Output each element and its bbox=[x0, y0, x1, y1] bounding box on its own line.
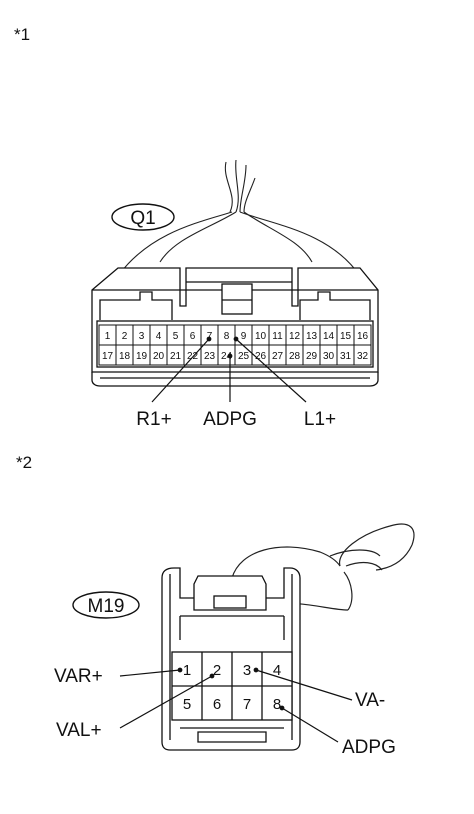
q1-pin-28: 28 bbox=[289, 351, 301, 362]
q1-pin-26: 26 bbox=[255, 351, 267, 362]
q1-pin-4: 4 bbox=[156, 331, 162, 342]
q1-pin-24: 24 bbox=[221, 351, 233, 362]
q1-connector-tag: Q1 bbox=[111, 203, 175, 231]
leader-vaminus bbox=[255, 669, 353, 701]
q1-pin-18: 18 bbox=[119, 351, 131, 362]
callout-adpg-q1: ADPG bbox=[203, 409, 257, 430]
q1-pin-20: 20 bbox=[153, 351, 165, 362]
leader-adpg-m19 bbox=[281, 707, 339, 743]
q1-pin-14: 14 bbox=[323, 331, 335, 342]
q1-pin-23: 23 bbox=[204, 351, 216, 362]
callout-varplus: VAR+ bbox=[54, 666, 103, 687]
q1-pin-5: 5 bbox=[173, 331, 179, 342]
callout-r1plus: R1+ bbox=[136, 409, 171, 430]
q1-pin-8: 8 bbox=[224, 331, 230, 342]
q1-pin-10: 10 bbox=[255, 331, 267, 342]
m19-callout-leaders bbox=[119, 667, 353, 743]
q1-pin-25: 25 bbox=[238, 351, 250, 362]
q1-pin-31: 31 bbox=[340, 351, 352, 362]
q1-pin-32: 32 bbox=[357, 351, 369, 362]
q1-pin-30: 30 bbox=[323, 351, 335, 362]
q1-pin-7: 7 bbox=[207, 331, 213, 342]
m19-pin-2: 2 bbox=[213, 662, 221, 679]
callout-l1plus: L1+ bbox=[304, 409, 336, 430]
q1-callout-leaders bbox=[151, 336, 307, 403]
q1-connector-id: Q1 bbox=[130, 208, 155, 229]
q1-pin-13: 13 bbox=[306, 331, 318, 342]
q1-pin-9: 9 bbox=[241, 331, 247, 342]
q1-wire-harness bbox=[117, 159, 361, 277]
leader-r1plus bbox=[151, 338, 210, 403]
figure1-marker: *1 bbox=[14, 25, 30, 44]
q1-pin-29: 29 bbox=[306, 351, 318, 362]
m19-connector-id: M19 bbox=[88, 596, 125, 617]
q1-pin-15: 15 bbox=[340, 331, 352, 342]
m19-pin-7: 7 bbox=[243, 696, 251, 713]
leader-valplus bbox=[119, 675, 213, 729]
m19-pin-1: 1 bbox=[183, 662, 191, 679]
leader-varplus bbox=[119, 669, 181, 677]
m19-connector-tag: M19 bbox=[72, 591, 140, 619]
m19-connector-body bbox=[161, 567, 301, 751]
q1-pin-6: 6 bbox=[190, 331, 196, 342]
m19-pin-6: 6 bbox=[213, 696, 221, 713]
q1-pin-17: 17 bbox=[102, 351, 114, 362]
q1-pin-19: 19 bbox=[136, 351, 148, 362]
q1-pin-3: 3 bbox=[139, 331, 145, 342]
q1-pin-cell bbox=[353, 344, 372, 366]
leader-l1plus bbox=[235, 338, 307, 403]
m19-pin-5: 5 bbox=[183, 696, 191, 713]
q1-pin-27: 27 bbox=[272, 351, 284, 362]
q1-pin-21: 21 bbox=[170, 351, 182, 362]
q1-pin-2: 2 bbox=[122, 331, 128, 342]
q1-pin-1: 1 bbox=[105, 331, 111, 342]
m19-wire-harness bbox=[231, 523, 415, 611]
callout-valplus: VAL+ bbox=[56, 720, 102, 741]
m19-pin-4: 4 bbox=[273, 662, 281, 679]
callout-adpg-m19: ADPG bbox=[342, 737, 396, 758]
figure2-marker: *2 bbox=[16, 453, 32, 472]
q1-pin-11: 11 bbox=[272, 331, 283, 342]
q1-pin-12: 12 bbox=[289, 331, 301, 342]
callout-vaminus: VA- bbox=[355, 690, 385, 711]
m19-pin-3: 3 bbox=[243, 662, 251, 679]
m19-pin-8: 8 bbox=[273, 696, 281, 713]
q1-pin-16: 16 bbox=[357, 331, 369, 342]
